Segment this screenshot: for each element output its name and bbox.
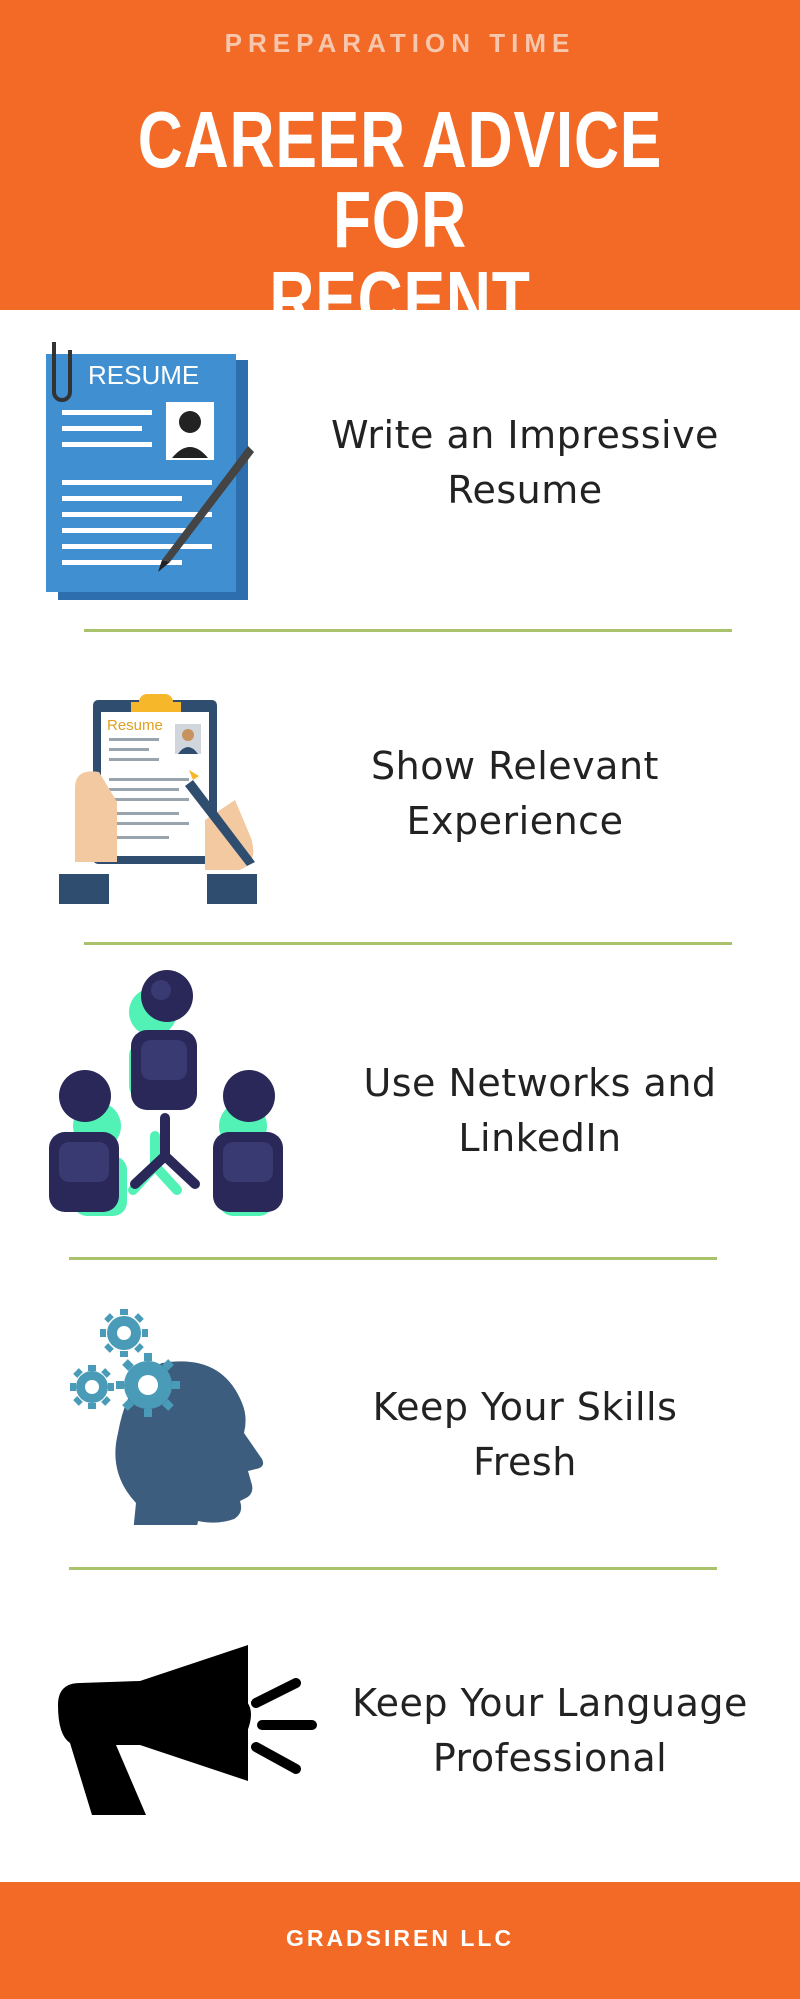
page-title-line-1: CAREER ADVICE FOR	[137, 95, 663, 264]
tip-5-label: Keep Your Language Professional	[325, 1676, 775, 1786]
head-gears-icon	[62, 1305, 272, 1543]
tip-2-label: Show Relevant Experience	[290, 739, 740, 849]
tip-5-line-1: Keep Your Language	[352, 1681, 748, 1725]
divider-2	[84, 942, 732, 945]
tip-5-line-2: Professional	[432, 1736, 668, 1780]
megaphone-icon	[50, 1645, 320, 1815]
tip-3-line-2: LinkedIn	[458, 1116, 622, 1160]
tip-1-label: Write an Impressive Resume	[300, 408, 750, 518]
page-title: CAREER ADVICE FOR RECENT GRADUATES	[88, 100, 712, 420]
tip-4-line-2: Fresh	[473, 1440, 577, 1484]
footer-banner: GRADSIREN LLC	[0, 1882, 800, 1999]
tip-2-line-1: Show Relevant	[371, 744, 659, 788]
clipboard-resume-icon: Resume	[55, 688, 270, 910]
page-title-line-2: RECENT GRADUATES	[201, 255, 599, 424]
tip-3-label: Use Networks and LinkedIn	[315, 1056, 765, 1166]
resume-icon-text: RESUME	[88, 360, 199, 390]
tip-3-line-1: Use Networks and	[363, 1061, 717, 1105]
divider-3	[69, 1257, 717, 1260]
tip-4-line-1: Keep Your Skills	[372, 1385, 678, 1429]
resume-document-icon: RESUME	[40, 340, 270, 605]
divider-4	[69, 1567, 717, 1570]
tip-1-line-1: Write an Impressive	[331, 413, 719, 457]
network-people-icon	[45, 968, 315, 1233]
divider-1	[84, 629, 732, 632]
tip-2-line-2: Experience	[406, 799, 624, 843]
clipboard-icon-text: Resume	[107, 717, 163, 734]
header-kicker: PREPARATION TIME	[224, 28, 576, 58]
tip-1-line-2: Resume	[447, 468, 603, 512]
footer-brand: GRADSIREN LLC	[285, 1925, 515, 1951]
tip-4-label: Keep Your Skills Fresh	[300, 1380, 750, 1490]
header-banner: PREPARATION TIME CAREER ADVICE FOR RECEN…	[0, 0, 800, 420]
